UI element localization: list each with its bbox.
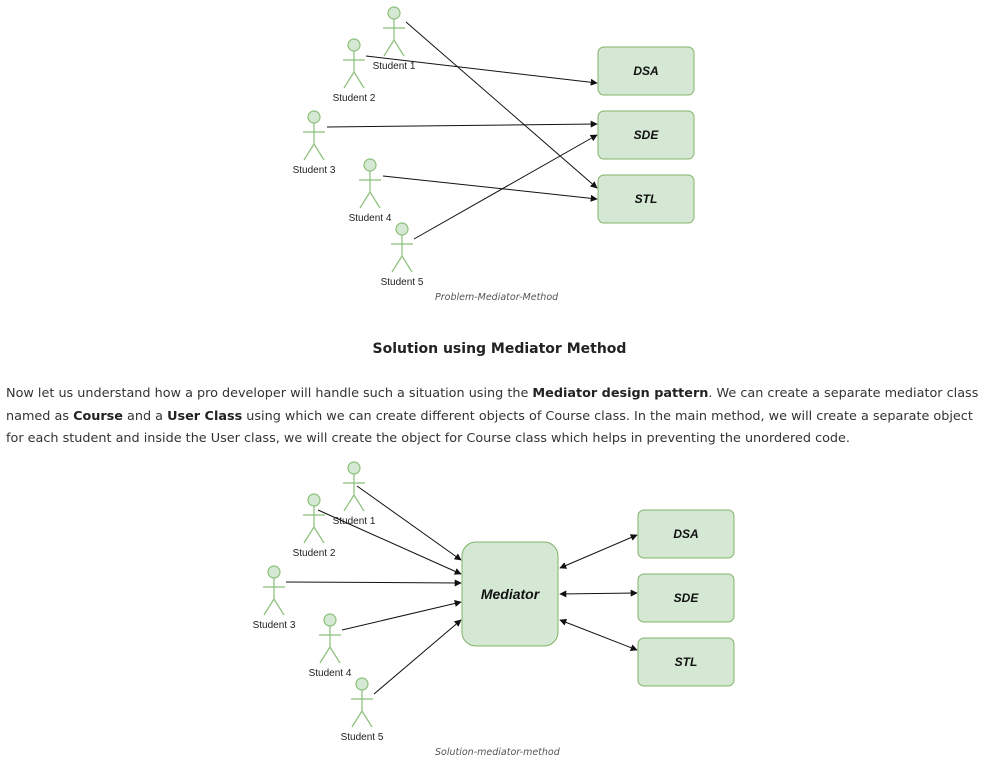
arrow-student5-mediator	[373, 619, 462, 695]
para-text-1: Now let us understand how a pro develope…	[6, 386, 533, 401]
para-text-4: using which we can create different obje…	[6, 408, 973, 447]
para-bold-mediator: Mediator design pattern	[532, 386, 709, 401]
arrow-student1-stl	[405, 21, 598, 189]
student4-label: Student 4	[349, 213, 392, 224]
arrow-mediator-dsa	[559, 534, 638, 569]
student2-actor: Student 2	[333, 38, 376, 104]
para-text-2: . We can create a separate mediator clas…	[6, 386, 979, 424]
student3-label: Student 3	[253, 620, 296, 631]
student5-label: Student 5	[341, 732, 384, 743]
arrow-student2-mediator	[317, 509, 462, 575]
course-sde-label: SDE	[674, 591, 700, 605]
course-dsa-label: DSA	[633, 64, 658, 78]
student5-actor: Student 5	[381, 222, 424, 288]
student5-actor: Student 5	[341, 677, 384, 743]
course-box-dsa: DSA	[637, 509, 735, 559]
student4-actor: Student 4	[349, 158, 392, 224]
solution-diagram: Student 1 Student 2 Student 3 Student 4 …	[253, 461, 735, 743]
mediator-box: Mediator	[461, 541, 559, 647]
arrow-student5-sde	[413, 134, 598, 240]
student2-label: Student 2	[333, 93, 376, 104]
para-bold-user-class: User Class	[167, 408, 243, 424]
student1-actor: Student 1	[373, 6, 416, 72]
student4-actor: Student 4	[309, 613, 352, 679]
problem-diagram-caption: Problem-Mediator-Method	[435, 292, 559, 303]
arrow-student4-stl	[382, 175, 598, 202]
arrow-mediator-stl	[559, 619, 638, 651]
arrow-student1-mediator	[356, 485, 462, 561]
student3-actor: Student 3	[293, 110, 336, 176]
course-box-stl: STL	[597, 174, 695, 224]
student1-label: Student 1	[333, 516, 376, 527]
para-text-3: and a	[122, 408, 168, 424]
arrow-student4-mediator	[341, 600, 462, 631]
student3-label: Student 3	[293, 165, 336, 176]
arrow-mediator-sde	[559, 589, 638, 598]
course-stl-label: STL	[635, 192, 658, 206]
problem-diagram: Student 1 Student 2 Student 3 Student 4 …	[293, 6, 695, 288]
course-box-sde: SDE	[637, 573, 735, 623]
course-stl-label: STL	[675, 655, 698, 669]
arrow-student2-dsa	[365, 55, 598, 86]
course-box-stl: STL	[637, 637, 735, 687]
mediator-label: Mediator	[481, 586, 541, 602]
student4-label: Student 4	[309, 668, 352, 679]
section-heading: Solution using Mediator Method	[372, 341, 627, 357]
course-box-sde: SDE	[597, 110, 695, 160]
student2-actor: Student 2	[293, 493, 336, 559]
course-dsa-label: DSA	[673, 527, 698, 541]
arrow-student3-sde	[326, 120, 598, 128]
solution-diagram-caption: Solution-mediator-method	[435, 747, 560, 758]
student1-actor: Student 1	[333, 461, 376, 527]
course-sde-label: SDE	[634, 128, 660, 142]
para-bold-course: Course	[73, 408, 123, 424]
arrow-student3-mediator	[285, 579, 462, 587]
student2-label: Student 2	[293, 548, 336, 559]
student3-actor: Student 3	[253, 565, 296, 631]
course-box-dsa: DSA	[597, 46, 695, 96]
explanation-paragraph: Now let us understand how a pro develope…	[6, 383, 991, 451]
student1-label: Student 1	[373, 61, 416, 72]
student5-label: Student 5	[381, 277, 424, 288]
